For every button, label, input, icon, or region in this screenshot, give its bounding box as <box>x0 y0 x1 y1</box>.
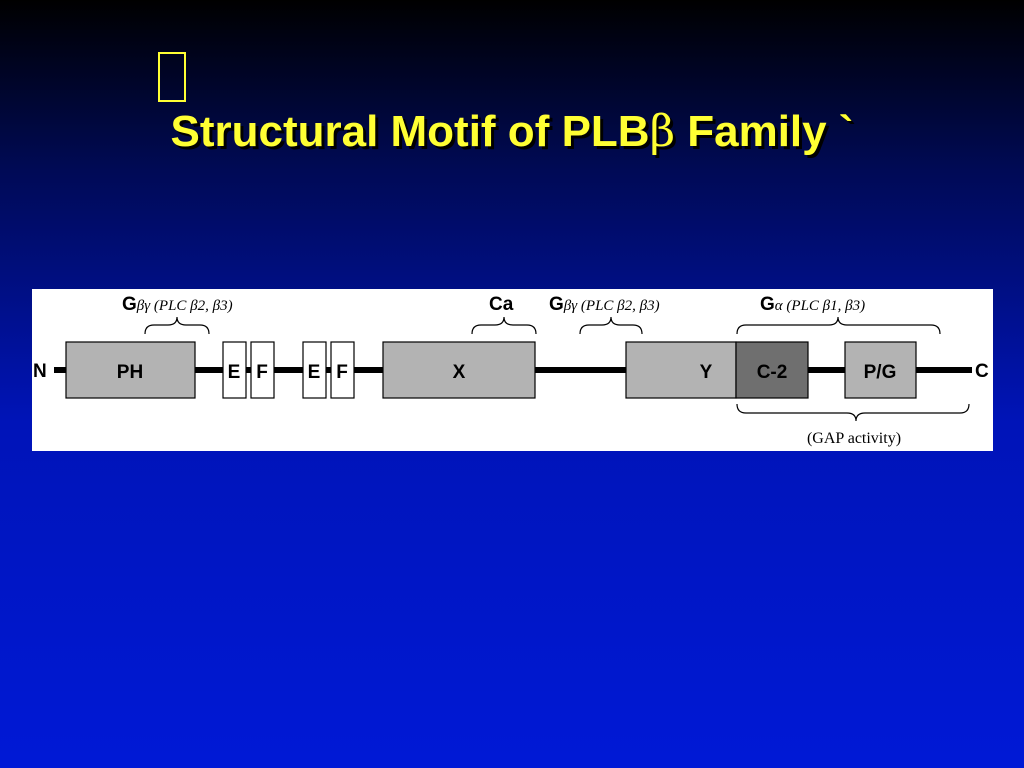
gbg-annotation-1: Gβγ (PLC β2, β3) <box>122 294 233 315</box>
brace-gap <box>736 403 970 422</box>
n-terminus-label: N <box>33 361 47 382</box>
missing-glyph-box <box>158 52 186 102</box>
brace-ca <box>471 316 537 335</box>
title-tail: Family ` <box>675 107 854 156</box>
brace-gbg2 <box>579 316 643 335</box>
c-terminus-label: C <box>975 361 989 382</box>
y-domain-label: Y <box>700 362 713 383</box>
ef1-f-label: F <box>256 362 268 383</box>
ef2-f-domain <box>330 341 355 399</box>
ef2-e-domain <box>302 341 327 399</box>
x-domain-label: X <box>453 362 466 383</box>
c2-domain-label: C-2 <box>757 362 788 383</box>
domain-diagram: N C PH E F E F X Y C-2 P/G Gβγ (PLC β2, … <box>32 289 993 451</box>
ef2-e-label: E <box>308 362 321 383</box>
gbg-annotation-2: Gβγ (PLC β2, β3) <box>549 294 660 315</box>
pg-domain-label: P/G <box>864 362 897 383</box>
x-domain <box>382 341 536 399</box>
ca-annotation: Ca <box>489 294 514 315</box>
y-domain <box>625 341 737 399</box>
c2-domain <box>735 341 809 399</box>
pg-domain <box>844 341 917 399</box>
brace-galpha <box>736 316 941 335</box>
gap-activity-annotation: (GAP activity) <box>807 430 901 447</box>
ef2-f-label: F <box>336 362 348 383</box>
ef1-e-domain <box>222 341 247 399</box>
ef1-f-domain <box>250 341 275 399</box>
ph-domain-label: PH <box>117 362 143 383</box>
galpha-annotation: Gα (PLC β1, β3) <box>760 294 865 315</box>
title-main: Structural Motif of PLB <box>170 107 650 156</box>
brace-gbg1 <box>144 316 210 335</box>
ph-domain <box>65 341 196 399</box>
title-beta: β <box>649 106 676 157</box>
ef1-e-label: E <box>228 362 241 383</box>
slide-title: Structural Motif of PLBβ Family ` <box>0 106 1024 157</box>
